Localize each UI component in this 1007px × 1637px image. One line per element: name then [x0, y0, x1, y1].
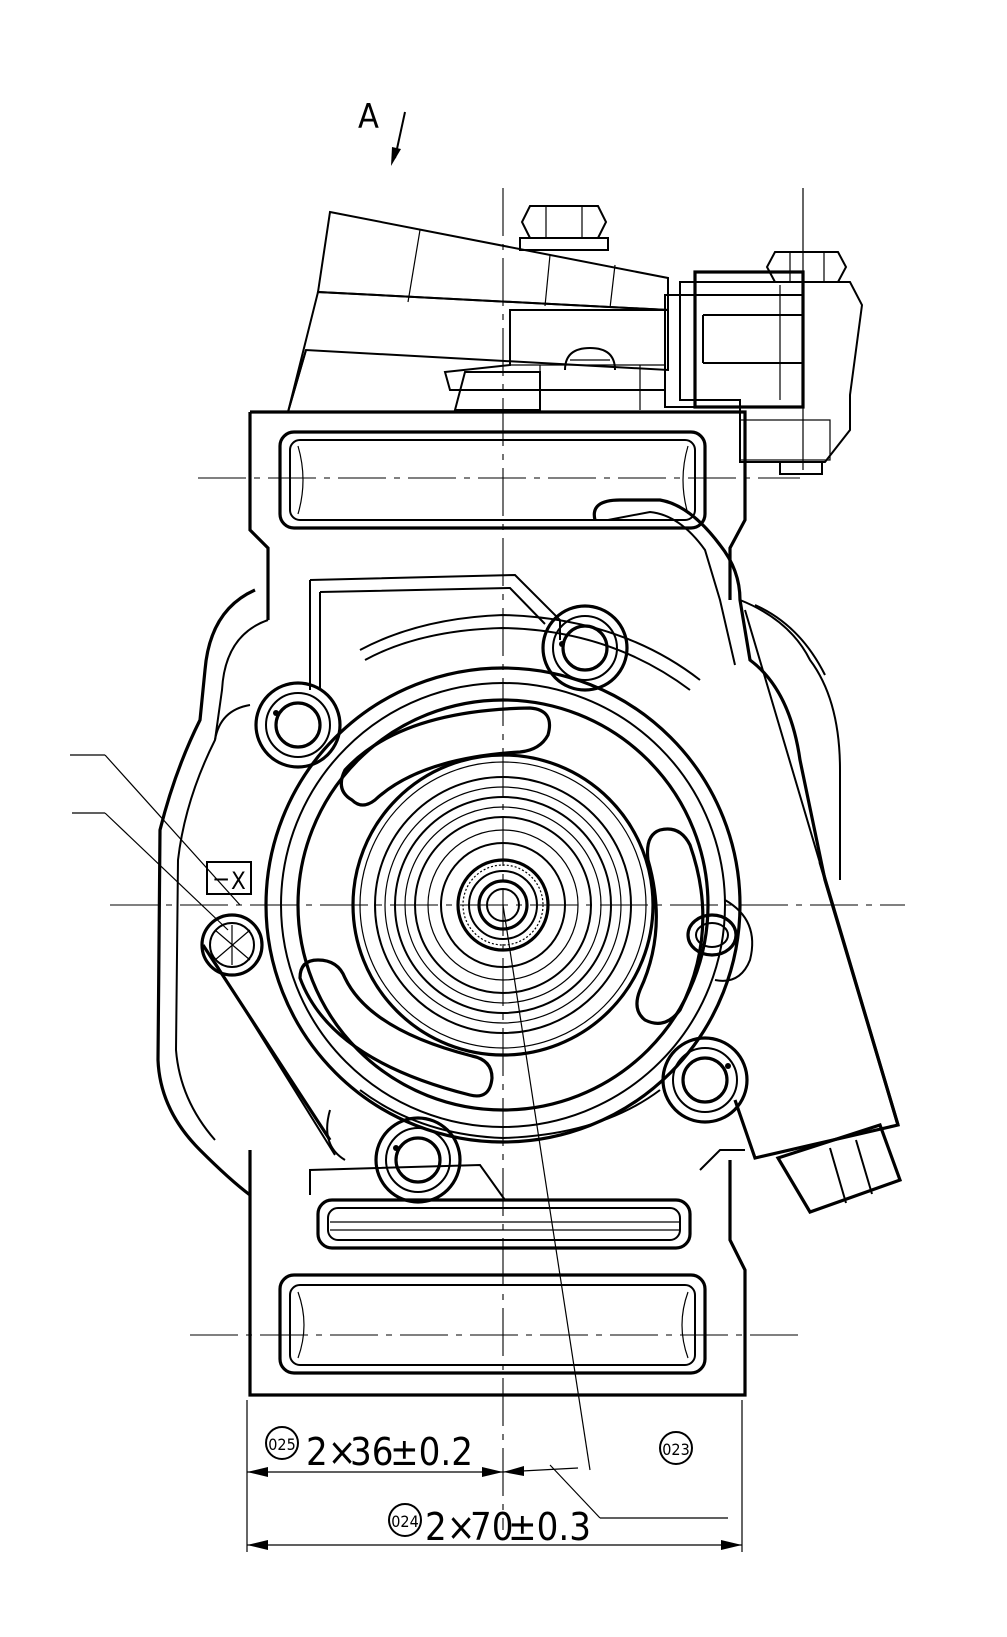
dimension-lines	[246, 1400, 743, 1552]
datum-label-area: − X	[70, 754, 336, 1156]
datum-target-symbol	[200, 913, 264, 977]
dim-36-prefix: 2×	[306, 1430, 356, 1474]
dimension-text-70: 2× 70 ±0.3	[425, 1505, 591, 1549]
dim-36-value: 36	[350, 1430, 394, 1474]
datum-symbol: −	[212, 865, 230, 893]
balloon-025-label: 025	[268, 1435, 295, 1454]
datum-feature-frame: − X	[206, 861, 252, 895]
dim-70-tolerance: ±0.3	[508, 1505, 591, 1549]
mounting-hole-lower-left	[374, 1116, 462, 1204]
dim-36-tolerance: ±0.2	[390, 1430, 473, 1474]
main-housing	[156, 410, 903, 1397]
view-direction-marker: A	[358, 97, 406, 166]
leader-line-023	[502, 904, 728, 1519]
dimension-text-36: 2× 36 ±0.2	[306, 1430, 473, 1474]
balloon-024-label: 024	[391, 1512, 418, 1531]
balloon-023: 023	[659, 1431, 693, 1465]
mounting-hole-lower-right	[661, 1036, 749, 1124]
mounting-hole-upper-right	[541, 604, 629, 692]
mounting-holes	[254, 604, 749, 1204]
view-arrow-head	[391, 147, 401, 166]
top-connector-assembly	[287, 205, 864, 475]
balloon-023-label: 023	[662, 1440, 689, 1459]
front-cover	[264, 613, 754, 1161]
balloon-025: 025	[265, 1426, 299, 1460]
datum-letter: X	[231, 867, 246, 895]
mounting-hole-upper-left	[254, 681, 342, 769]
dim-70-prefix: 2×	[425, 1505, 475, 1549]
balloon-024: 024	[388, 1503, 422, 1537]
view-letter: A	[358, 97, 379, 137]
dim-70-value: 70	[470, 1505, 514, 1549]
